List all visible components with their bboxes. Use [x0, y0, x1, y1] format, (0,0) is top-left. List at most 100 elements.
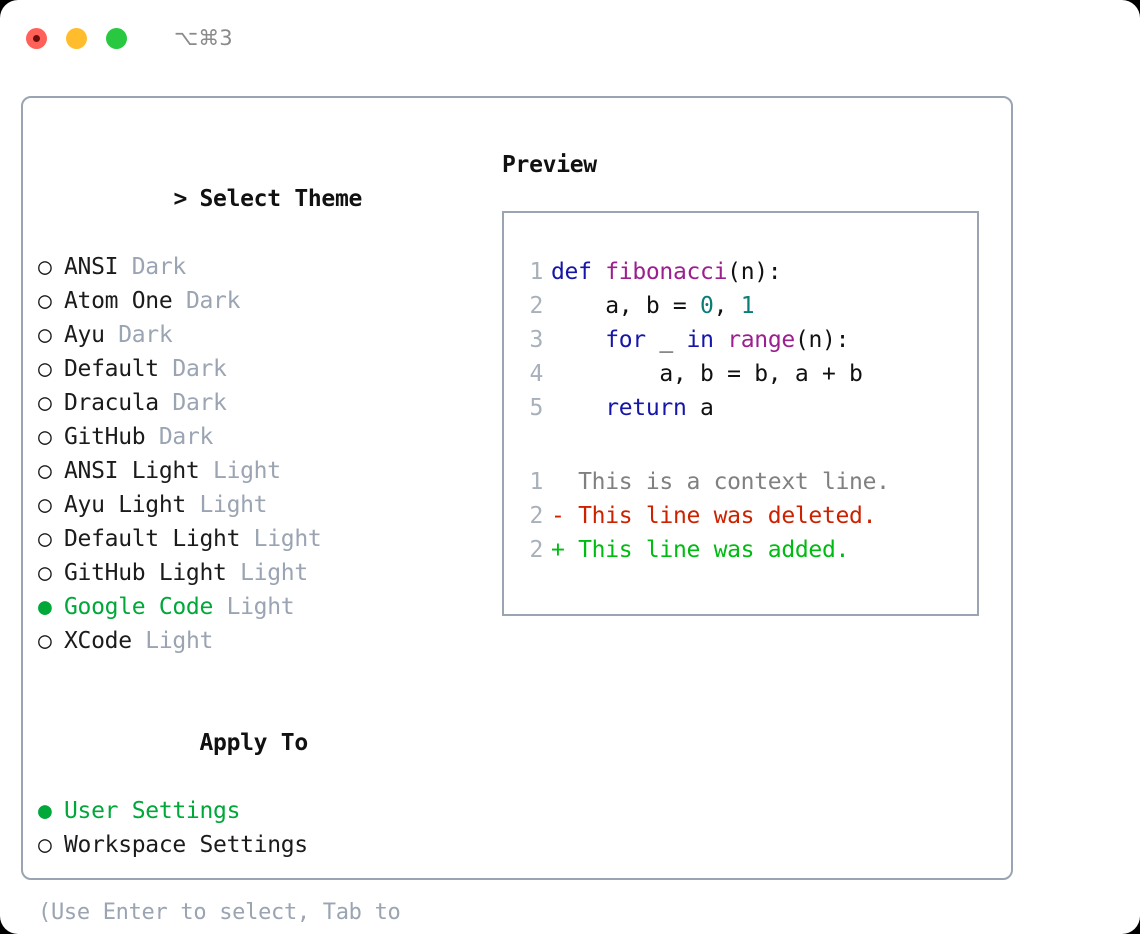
- diff-line-deleted: 2- This line was deleted.: [517, 499, 971, 533]
- code-token: 0: [700, 293, 714, 319]
- theme-variant-label: Dark: [118, 254, 187, 280]
- theme-selector-column: >Select Theme ○ANSI Dark ○Atom One Dark …: [38, 148, 493, 934]
- code-token: a: [686, 395, 714, 421]
- maximize-window-button[interactable]: [106, 27, 127, 49]
- theme-option-label: XCode: [64, 628, 132, 654]
- theme-option-label: Atom One: [64, 288, 173, 314]
- radio-icon: ○: [38, 254, 52, 280]
- theme-option-label: GitHub Light: [64, 560, 227, 586]
- diff-text: This line was deleted.: [564, 503, 877, 529]
- theme-option-label: GitHub: [64, 424, 146, 450]
- theme-option-dracula[interactable]: ○Dracula Dark: [38, 386, 493, 420]
- code-sample-area: 1 def fibonacci(n): 2 a, b = 0, 1 3 for _…: [517, 255, 971, 425]
- code-token: def: [551, 259, 592, 285]
- theme-option-label: ANSI: [64, 254, 119, 280]
- apply-to-option-user-settings[interactable]: ● User Settings: [38, 794, 493, 828]
- apply-to-option-label: User Settings: [64, 798, 241, 824]
- title-bar: ⌥⌘3: [0, 0, 1140, 76]
- diff-sign: [551, 469, 565, 495]
- theme-option-ayu[interactable]: ○Ayu Dark: [38, 318, 493, 352]
- diff-sign: +: [551, 537, 565, 563]
- code-token: [551, 327, 605, 353]
- code-token: a, b = b, a + b: [551, 361, 863, 387]
- code-token: fibonacci: [605, 259, 728, 285]
- preview-box: 1 def fibonacci(n): 2 a, b = 0, 1 3 for _…: [502, 211, 979, 616]
- apply-to-header: ○Apply To: [38, 692, 493, 794]
- line-number: 2: [529, 503, 543, 529]
- theme-option-label: ANSI Light: [64, 458, 200, 484]
- code-token: in: [686, 327, 714, 353]
- radio-icon: ○: [38, 424, 52, 450]
- apply-to-option-label: Workspace Settings: [64, 832, 308, 858]
- code-line: 4 a, b = b, a + b: [517, 357, 971, 391]
- caret-icon: >: [173, 186, 188, 212]
- radio-icon-selected: ●: [38, 594, 52, 620]
- code-token: [714, 327, 728, 353]
- traffic-light-group: [26, 27, 146, 49]
- theme-variant-label: Dark: [158, 356, 227, 382]
- keyboard-hint-text: (Use Enter to select, Tab to change focu…: [38, 900, 401, 925]
- line-number: 1: [529, 259, 543, 285]
- code-token: 1: [740, 293, 755, 319]
- minimize-window-button[interactable]: [66, 27, 87, 49]
- diff-line-context: 1 This is a context line.: [517, 465, 971, 499]
- line-number: 2: [529, 293, 543, 319]
- theme-option-default-light[interactable]: ○Default Light Light: [38, 522, 493, 556]
- apply-to-option-workspace-settings[interactable]: ○ Workspace Settings: [38, 828, 493, 862]
- theme-option-google-code[interactable]: ● Google Code Light: [38, 590, 493, 624]
- diff-sign: -: [551, 503, 565, 529]
- select-theme-label: Select Theme: [199, 186, 363, 212]
- apply-to-indent: ○: [173, 726, 199, 760]
- radio-icon-selected: ●: [38, 798, 52, 824]
- theme-option-label: Ayu: [64, 322, 105, 348]
- theme-option-label: Default: [64, 356, 159, 382]
- code-token: a, b =: [551, 293, 701, 319]
- theme-option-github-light[interactable]: ○ GitHub Light Light: [38, 556, 493, 590]
- radio-icon: ○: [38, 288, 52, 314]
- section-spacer: [38, 658, 493, 692]
- line-number: 4: [529, 361, 543, 387]
- line-number: 5: [529, 395, 543, 421]
- radio-icon: ○: [38, 356, 52, 382]
- keyboard-shortcut-label: ⌥⌘3: [174, 26, 233, 50]
- radio-icon: ○: [38, 560, 52, 586]
- diff-sample-area: 1 This is a context line. 2- This line w…: [517, 465, 971, 567]
- theme-variant-label: Light: [226, 560, 308, 586]
- radio-icon: ○: [38, 832, 52, 858]
- radio-icon: ○: [38, 458, 52, 484]
- theme-variant-label: Dark: [158, 390, 227, 416]
- preview-title: Preview: [502, 152, 597, 178]
- close-window-button[interactable]: [26, 27, 47, 49]
- diff-text: This line was added.: [564, 537, 850, 563]
- theme-option-label: Google Code: [64, 594, 214, 620]
- radio-icon: ○: [38, 526, 52, 552]
- radio-icon: ○: [38, 492, 52, 518]
- theme-option-default[interactable]: ○ Default Dark: [38, 352, 493, 386]
- theme-option-ansi[interactable]: ○ ANSI Dark: [38, 250, 493, 284]
- theme-option-github[interactable]: ○GitHub Dark: [38, 420, 493, 454]
- apply-to-label: Apply To: [199, 730, 308, 756]
- theme-variant-label: Light: [185, 492, 268, 518]
- theme-option-ayu-light[interactable]: ○ Ayu Light Light: [38, 488, 493, 522]
- main-panel: >Select Theme ○ANSI Dark ○Atom One Dark …: [21, 96, 1013, 925]
- code-token: (n):: [727, 259, 782, 285]
- theme-variant-label: Light: [213, 594, 295, 620]
- theme-option-atom-one[interactable]: ○Atom One Dark: [38, 284, 493, 318]
- diff-text: This is a context line.: [564, 469, 890, 495]
- line-number: 3: [529, 327, 543, 353]
- line-number: 1: [529, 469, 543, 495]
- theme-variant-label: Light: [199, 458, 281, 484]
- preview-column: Preview 1 def fibonacci(n): 2 a, b = 0, 1…: [502, 148, 1002, 616]
- code-line: 3 for _ in range(n):: [517, 323, 971, 357]
- code-line: 5 return a: [517, 391, 971, 425]
- theme-option-xcode[interactable]: ○XCode Light: [38, 624, 493, 658]
- theme-option-label: Default Light: [64, 526, 241, 552]
- theme-option-label: Ayu Light: [64, 492, 186, 518]
- theme-variant-label: Light: [131, 628, 214, 654]
- code-line: 2 a, b = 0, 1: [517, 289, 971, 323]
- code-token: range: [727, 327, 795, 353]
- code-line: 1 def fibonacci(n):: [517, 255, 971, 289]
- theme-option-label: Dracula: [64, 390, 159, 416]
- theme-option-ansi-light[interactable]: ○ ANSI Light Light: [38, 454, 493, 488]
